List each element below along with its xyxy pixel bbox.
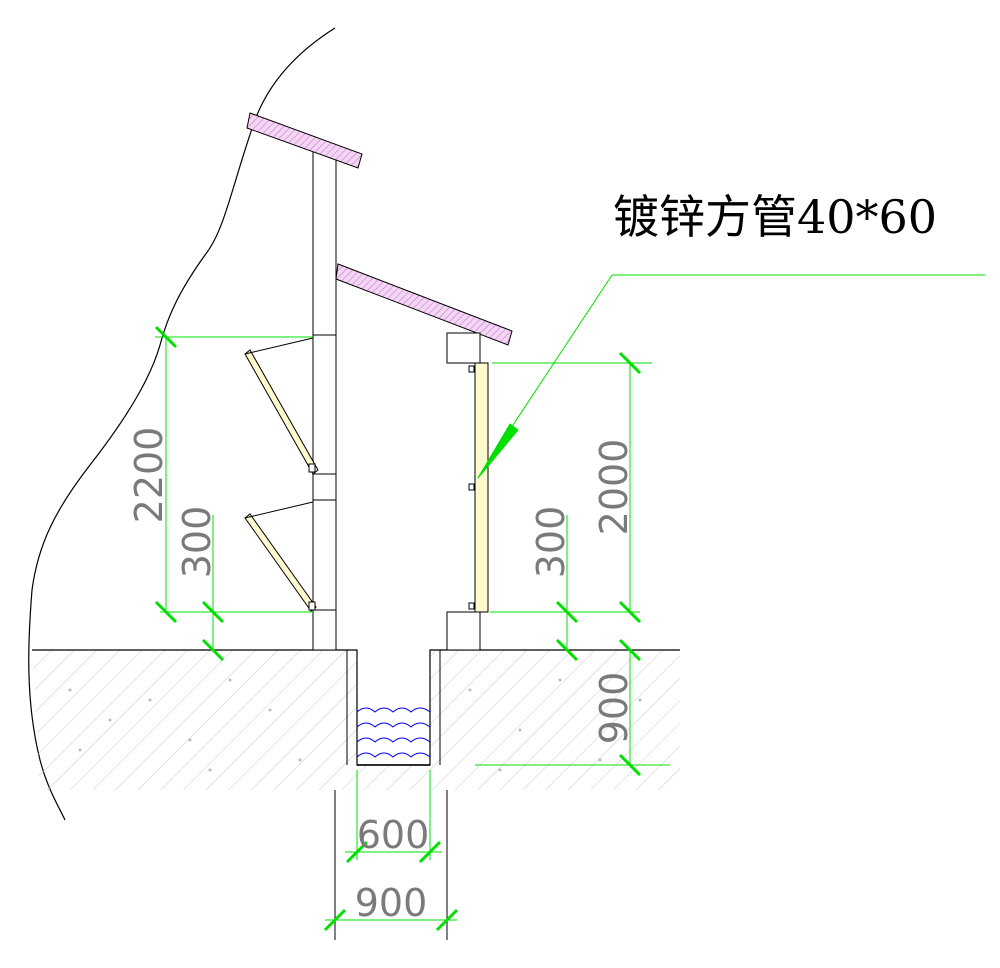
dim-right-offset: 300	[529, 506, 573, 579]
annotation-label: 镀锌方管40*60	[613, 190, 937, 244]
left-louvers	[244, 337, 319, 612]
dim-right-height: 2000	[592, 439, 636, 536]
hillside-outline	[28, 27, 336, 821]
square-tube-panel	[468, 362, 489, 613]
pit	[346, 650, 441, 766]
dim-pit-inner-width: 600	[357, 813, 430, 857]
lower-roof	[335, 263, 513, 346]
upper-roof	[246, 112, 363, 169]
right-wall	[446, 332, 481, 651]
dimension-lines	[154, 274, 985, 932]
dim-pit-depth: 900	[592, 672, 636, 745]
dim-left-height: 2200	[127, 427, 171, 524]
dim-pit-outer-width: 900	[355, 881, 428, 925]
dim-left-offset: 300	[175, 506, 219, 579]
left-wall	[312, 151, 337, 651]
water-waves	[356, 707, 431, 758]
